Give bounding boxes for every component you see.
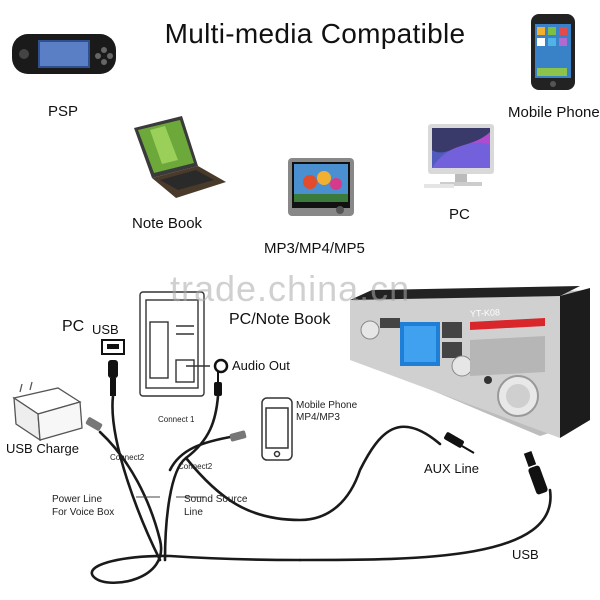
aux-line-label: AUX Line <box>424 461 479 476</box>
pc-tower-icon <box>139 291 210 397</box>
connect1-label: Connect 1 <box>158 415 195 424</box>
amp-model-label: YT-K08 <box>469 307 501 319</box>
power-line-label: Power Line <box>52 494 103 505</box>
usb-charge-label: USB Charge <box>6 441 79 456</box>
usb-port-label: USB <box>92 322 119 337</box>
mobile-phone-mp4-label: Mobile Phone <box>296 400 358 411</box>
aux-plug-icon <box>444 432 475 454</box>
usb-plug-icon <box>101 339 125 396</box>
connect2-label-left: Connect2 <box>110 453 145 462</box>
pc-label: PC <box>449 206 470 223</box>
connect2-plug-icon <box>85 417 247 442</box>
usb-plug-end-icon <box>523 451 548 495</box>
audio-out-icon <box>213 358 229 396</box>
pc-diagram-label: PC <box>62 318 85 335</box>
usb-cable-label: USB <box>512 547 539 562</box>
mobile-phone-icon <box>531 14 575 90</box>
audio-out-label: Audio Out <box>232 358 290 373</box>
mp3-player-icon <box>288 158 354 216</box>
psp-icon <box>12 34 116 74</box>
pc-notebook-label: PC/Note Book <box>229 311 331 328</box>
small-phone-icon <box>261 397 293 461</box>
watermark: trade.china.cn <box>170 268 411 309</box>
amplifier-icon <box>350 286 590 438</box>
mp3-label: MP3/MP4/MP5 <box>264 240 365 257</box>
sound-source-label: Sound Source <box>184 494 248 505</box>
pc-monitor-icon <box>424 124 494 188</box>
power-line-label-2: For Voice Box <box>52 507 115 518</box>
sound-source-label-2: Line <box>184 507 203 518</box>
mobile-phone-label: Mobile Phone <box>508 104 600 121</box>
mobile-phone-mp4-label-2: MP4/MP3 <box>296 412 340 423</box>
page-title: Multi-media Compatible <box>164 18 466 49</box>
usb-charger-icon <box>12 381 83 442</box>
connect2-label-right: Connect2 <box>178 462 213 471</box>
psp-label: PSP <box>48 103 79 120</box>
cables <box>90 394 552 585</box>
notebook-icon <box>134 116 226 198</box>
notebook-label: Note Book <box>132 215 203 232</box>
